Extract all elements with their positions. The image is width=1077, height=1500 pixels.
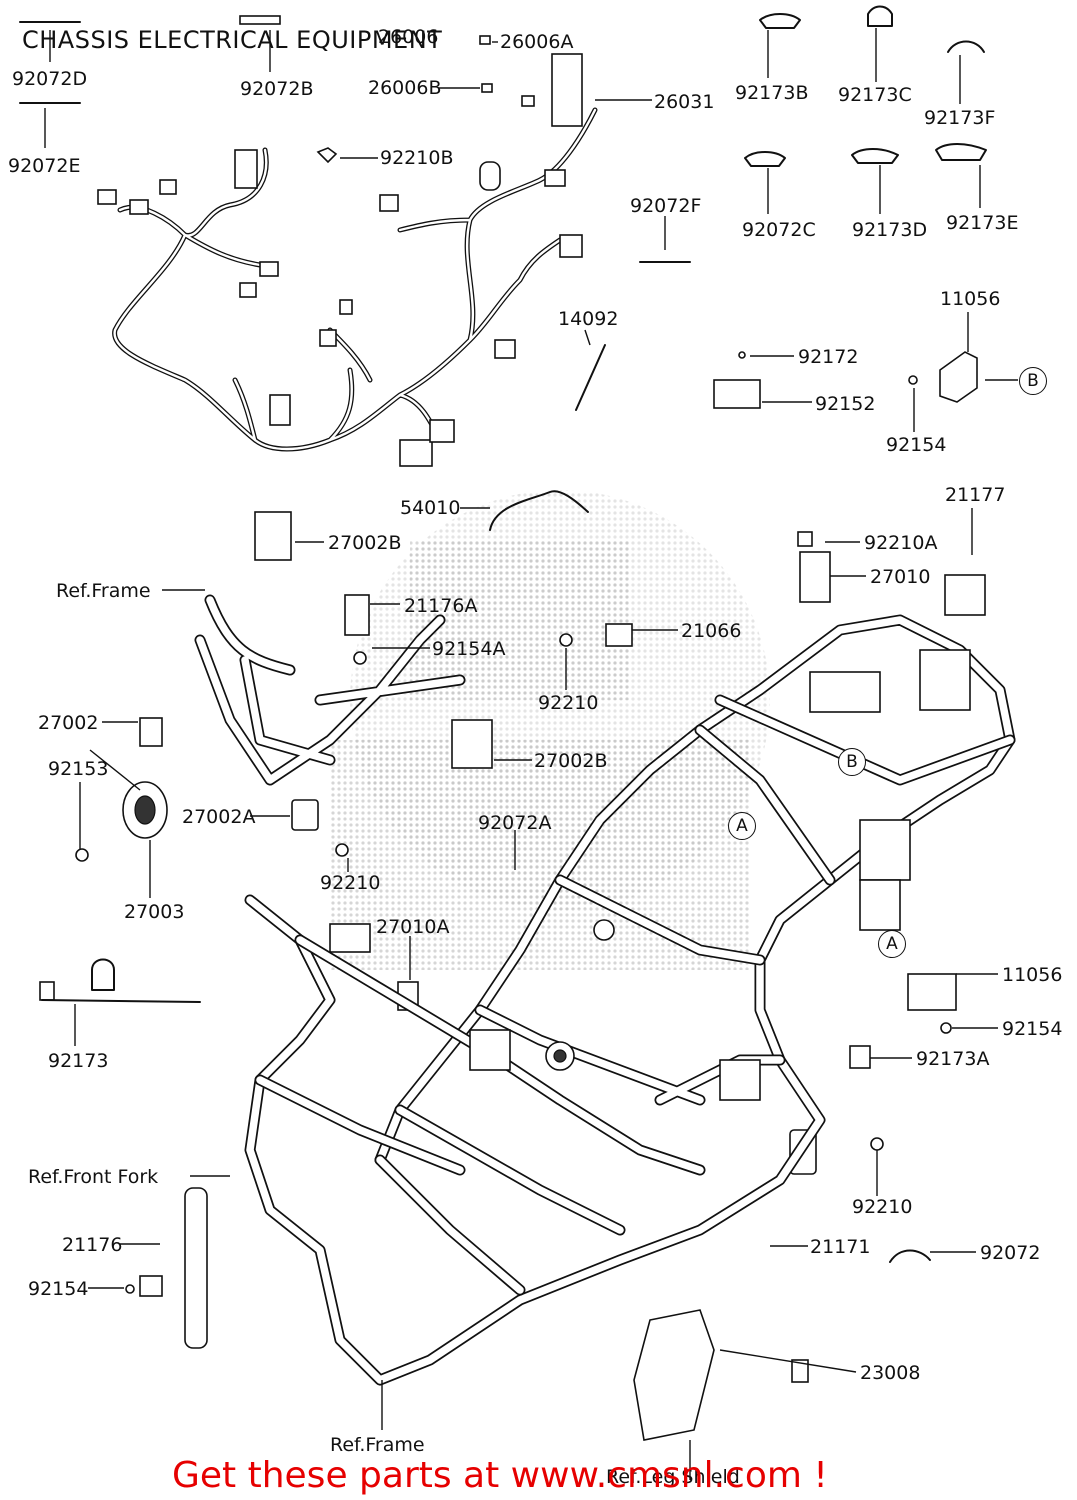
part-label-92072[interactable]: 92072 [980, 1242, 1041, 1264]
part-label-26006[interactable]: 26006 [378, 26, 439, 48]
marker-b-frame: B [838, 748, 866, 776]
part-label-26031[interactable]: 26031 [654, 91, 715, 113]
part-label-92210-mid[interactable]: 92210 [538, 692, 599, 714]
part-label-92172[interactable]: 92172 [798, 346, 859, 368]
wire-harness-26031 [97, 107, 598, 467]
part-label-92152[interactable]: 92152 [815, 393, 876, 415]
part-label-27003[interactable]: 27003 [124, 901, 185, 923]
part-label-27010A[interactable]: 27010A [376, 916, 450, 938]
part-label-21176A[interactable]: 21176A [404, 595, 478, 617]
part-label-92173A[interactable]: 92173A [916, 1048, 990, 1070]
part-label-92210B[interactable]: 92210B [380, 147, 454, 169]
part-label-92173C[interactable]: 92173C [838, 84, 912, 106]
part-label-21066[interactable]: 21066 [681, 620, 742, 642]
part-label-92210-left[interactable]: 92210 [320, 872, 381, 894]
part-label-11056-top[interactable]: 11056 [940, 288, 1001, 310]
part-label-92154-top[interactable]: 92154 [886, 434, 947, 456]
part-label-92072B[interactable]: 92072B [240, 78, 314, 100]
part-label-92210A[interactable]: 92210A [864, 532, 938, 554]
part-label-27002B-mid[interactable]: 27002B [534, 750, 608, 772]
electrical-components [39, 511, 986, 1441]
part-label-92072F[interactable]: 92072F [630, 195, 702, 217]
part-label-54010[interactable]: 54010 [400, 497, 461, 519]
bracket-11056 [908, 351, 978, 403]
part-label-92153[interactable]: 92153 [48, 758, 109, 780]
part-label-92072C[interactable]: 92072C [742, 219, 816, 241]
marker-b-top: B [1019, 367, 1047, 395]
part-label-21177[interactable]: 21177 [945, 484, 1006, 506]
ref-label-leg-shield[interactable]: Ref.Leg Shield [606, 1466, 740, 1488]
part-label-92173D[interactable]: 92173D [852, 219, 928, 241]
part-label-27002B-top[interactable]: 27002B [328, 532, 402, 554]
part-label-26006B[interactable]: 26006B [368, 77, 442, 99]
part-label-92173F[interactable]: 92173F [924, 107, 996, 129]
part-label-11056-mid[interactable]: 11056 [1002, 964, 1063, 986]
part-label-14092[interactable]: 14092 [558, 308, 619, 330]
ties-and-fuses [19, 15, 761, 411]
part-label-92173E[interactable]: 92173E [946, 212, 1019, 234]
part-label-92072A[interactable]: 92072A [478, 812, 552, 834]
part-label-92173[interactable]: 92173 [48, 1050, 109, 1072]
part-label-23008[interactable]: 23008 [860, 1362, 921, 1384]
part-label-21176[interactable]: 21176 [62, 1234, 123, 1256]
part-label-92154-mid[interactable]: 92154 [1002, 1018, 1063, 1040]
marker-a-frame: A [728, 812, 756, 840]
frame [194, 594, 1016, 1386]
part-label-27002[interactable]: 27002 [38, 712, 99, 734]
part-label-27002A[interactable]: 27002A [182, 806, 256, 828]
ref-label-frame-bottom[interactable]: Ref.Frame [330, 1434, 425, 1456]
clips [744, 5, 987, 167]
part-label-92173B[interactable]: 92173B [735, 82, 809, 104]
part-label-92154-low[interactable]: 92154 [28, 1278, 89, 1300]
ref-label-front-fork[interactable]: Ref.Front Fork [28, 1166, 159, 1188]
promo-banner-link[interactable]: Get these parts at www.cmsnl.com ! [172, 1455, 828, 1496]
part-label-26006A[interactable]: 26006A [500, 31, 574, 53]
part-label-92072D[interactable]: 92072D [12, 68, 88, 90]
ref-label-frame-top[interactable]: Ref.Frame [56, 580, 151, 602]
watermark-logo [330, 490, 770, 970]
part-label-92210-low[interactable]: 92210 [852, 1196, 913, 1218]
leader-lines [44, 28, 1018, 1480]
diagram-title: CHASSIS ELECTRICAL EQUIPMENT [22, 26, 443, 54]
marker-a-right: A [878, 930, 906, 958]
part-label-21171[interactable]: 21171 [810, 1236, 871, 1258]
cable-54010 [489, 490, 589, 531]
part-label-92072E[interactable]: 92072E [8, 155, 81, 177]
part-label-92154A[interactable]: 92154A [432, 638, 506, 660]
part-label-27010[interactable]: 27010 [870, 566, 931, 588]
